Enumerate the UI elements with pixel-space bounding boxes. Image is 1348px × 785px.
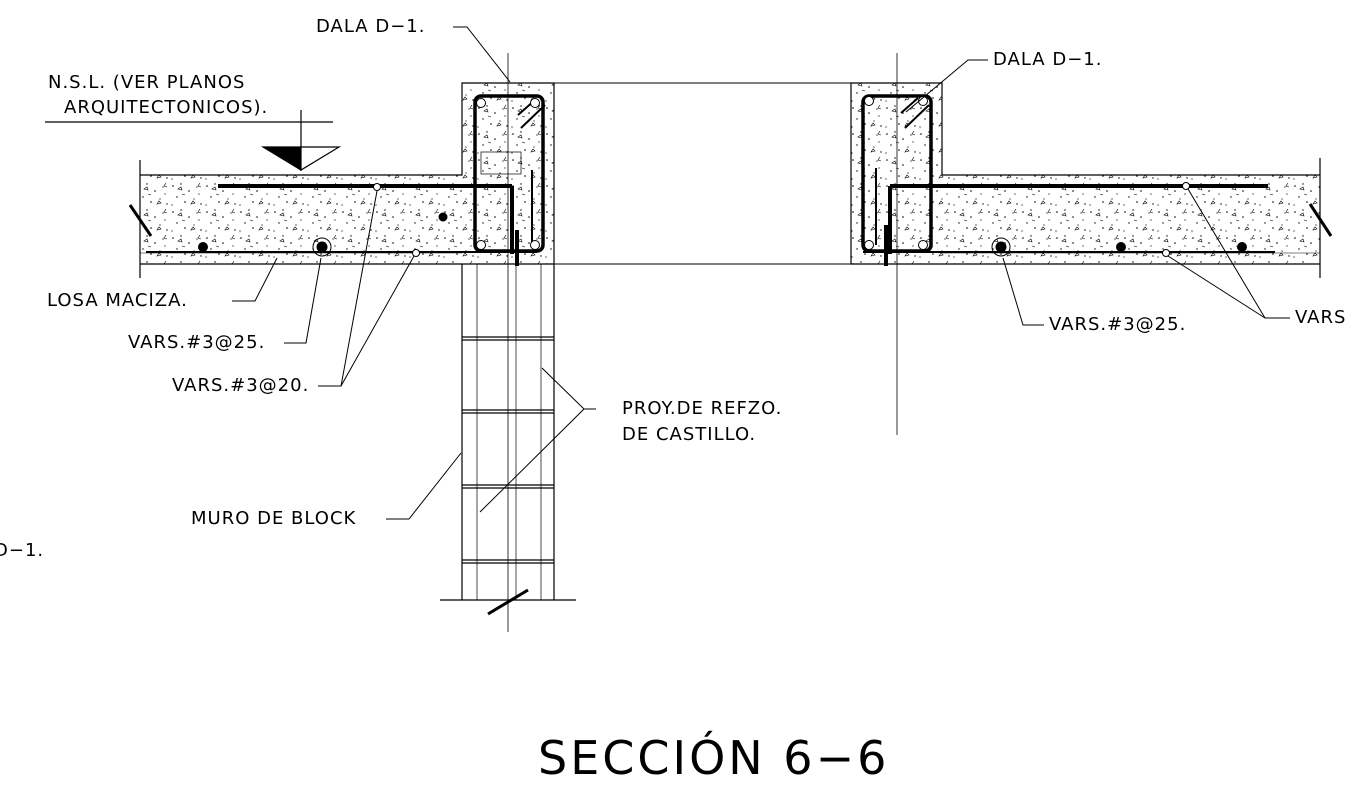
label-nsl-line2: ARQUITECTONICOS). [64, 97, 269, 118]
label-proy-line1: PROY.DE REFZO. [622, 398, 783, 419]
label-vars-right: VARS [1295, 307, 1347, 328]
leader-lines [232, 26, 1290, 520]
label-muro-block: MURO DE BLOCK [191, 508, 357, 529]
label-losa-maciza: LOSA MACIZA. [47, 290, 188, 311]
level-marker [45, 110, 342, 172]
label-edge-cut: D−1. [0, 540, 45, 561]
label-vars25-left: VARS.#3@25. [128, 332, 266, 353]
left-rebar-dots [198, 98, 540, 257]
label-dala-left: DALA D−1. [316, 16, 426, 37]
label-proy-line2: DE CASTILLO. [622, 424, 757, 445]
centerline [507, 53, 898, 632]
right-rebar-dots [864, 96, 1247, 257]
label-nsl-line1: N.S.L. (VER PLANOS [48, 72, 246, 93]
block-wall [440, 264, 576, 601]
section-drawing [45, 26, 1333, 632]
opening-outline [554, 82, 851, 265]
left-reinforcement [146, 94, 546, 266]
concrete-fill [140, 83, 1320, 264]
label-vars20-left: VARS.#3@20. [172, 375, 310, 396]
right-reinforcement [861, 94, 1275, 266]
label-vars25-right: VARS.#3@25. [1049, 314, 1187, 335]
label-dala-right: DALA D−1. [993, 49, 1103, 70]
section-title: SECCIÓN 6−6 [538, 731, 890, 785]
